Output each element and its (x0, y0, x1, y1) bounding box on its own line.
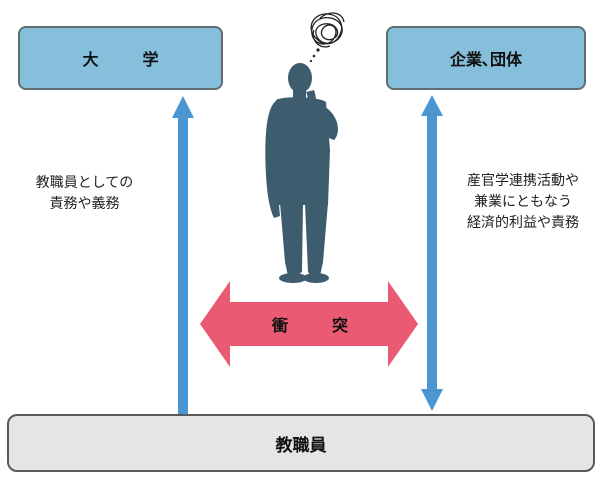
economic-interest-line-1: 産官学連携活動や (467, 173, 579, 189)
corporation-box: 企業､団体 (386, 26, 586, 90)
economic-interest-note: 産官学連携活動や 兼業にともなう 経済的利益や責務 (445, 171, 601, 234)
staff-box: 教職員 (7, 414, 595, 472)
staff-duty-line-1: 教職員としての (35, 175, 134, 191)
right-double-arrow (421, 95, 443, 411)
economic-interest-line-2: 兼業にともなう (474, 194, 572, 210)
staff-label: 教職員 (275, 435, 327, 456)
corporation-label: 企業､団体 (449, 50, 522, 69)
thought-dots (309, 48, 320, 63)
left-up-arrow (172, 96, 194, 415)
tangled-thought-icon (310, 12, 345, 48)
person-silhouette-icon (265, 63, 338, 283)
economic-interest-line-3: 経済的利益や責務 (467, 215, 579, 231)
conflict-arrow (200, 281, 418, 367)
staff-duty-line-2: 責務や義務 (49, 196, 120, 212)
university-box: 大 学 (18, 26, 223, 90)
staff-duty-note: 教職員としての 責務や義務 (12, 173, 157, 215)
conflict-label: 衝 突 (271, 316, 362, 335)
university-label: 大 学 (82, 50, 173, 69)
